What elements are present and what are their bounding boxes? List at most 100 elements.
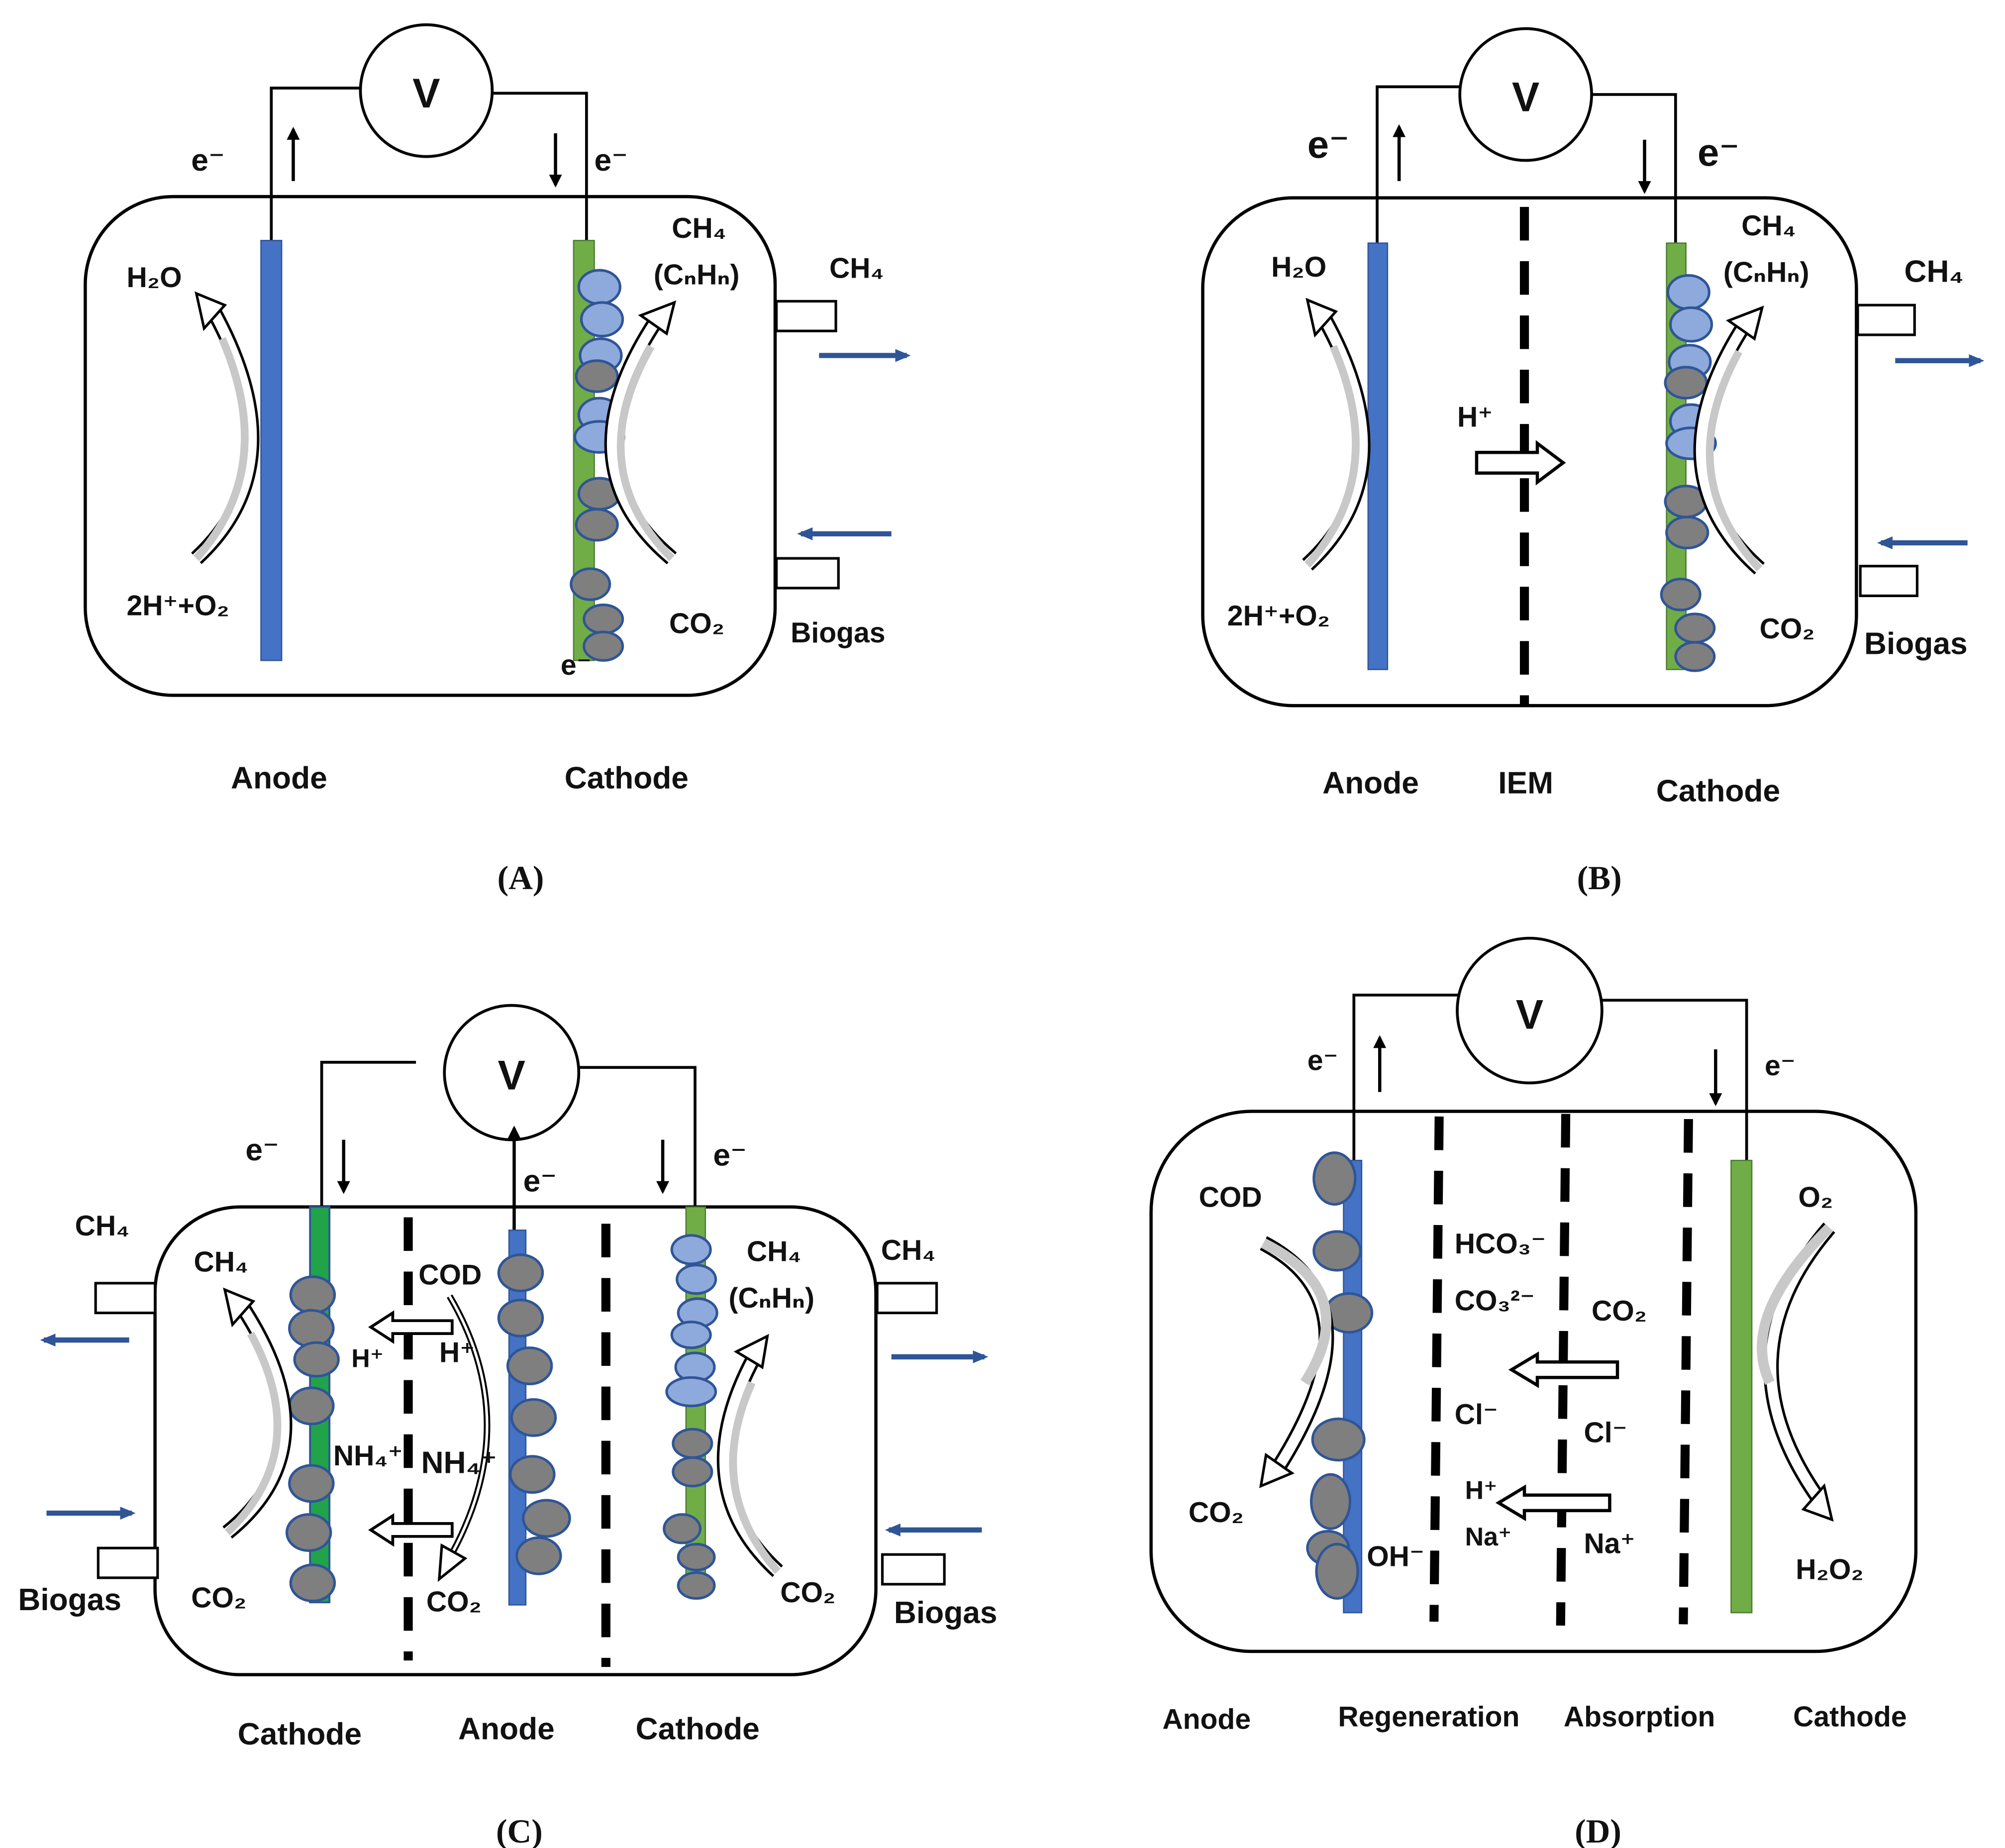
iem-label: IEM <box>1498 766 1553 801</box>
h-o2-label: 2H⁺+O₂ <box>126 590 229 621</box>
circuit-wire <box>492 92 588 242</box>
ammonium-label: NH₄⁺ <box>333 1440 403 1472</box>
panel-caption: (B) <box>1577 859 1622 897</box>
electron-label: e⁻ <box>523 1164 557 1199</box>
hydrocarbon-label: (CₙHₙ) <box>729 1282 815 1314</box>
proton-label: H⁺ <box>351 1344 384 1373</box>
co2-label: CO₂ <box>426 1586 482 1618</box>
co2-label: CO₂ <box>1189 1497 1244 1529</box>
reaction-arrow <box>604 300 677 565</box>
chloride-label: Cl⁻ <box>1455 1399 1498 1431</box>
oxygen-label: O₂ <box>1799 1182 1833 1214</box>
voltmeter-label: V <box>412 70 440 116</box>
biofilm <box>285 1253 571 1603</box>
circuit-wire <box>577 1066 697 1209</box>
outlet-port <box>775 300 837 332</box>
outlet-port <box>1856 304 1916 336</box>
co2-label: CO₂ <box>669 608 724 640</box>
voltmeter <box>443 1004 581 1141</box>
biofilm <box>1306 1151 1374 1600</box>
voltmeter-label: V <box>1512 74 1539 120</box>
cathode-label: Cathode <box>1793 1701 1906 1733</box>
biofilm <box>663 1234 718 1600</box>
panel-caption: (C) <box>496 1813 543 1848</box>
electron-label: e⁻ <box>1307 1044 1338 1076</box>
hydrocarbon-label: (CₙHₙ) <box>1723 256 1809 288</box>
reaction-arrow <box>222 1287 293 1539</box>
proton-label: H⁺ <box>1457 401 1493 433</box>
h2o-label: H₂O <box>1271 251 1326 283</box>
h2o2-label: H₂O₂ <box>1796 1554 1863 1586</box>
ch4-product-label: CH₄ <box>672 212 726 244</box>
co2-label: CO₂ <box>191 1582 246 1614</box>
proton-label: H⁺ <box>1465 1476 1498 1505</box>
electron-label: e⁻ <box>1307 122 1349 166</box>
sodium-label: Na⁺ <box>1584 1528 1635 1560</box>
reaction-arrow <box>1757 1223 1835 1522</box>
circuit-wire <box>1602 999 1748 1215</box>
electron-label: e⁻ <box>1698 130 1739 174</box>
ch4-product-label: CH₄ <box>747 1236 802 1268</box>
electron-label: e⁻ <box>191 143 225 178</box>
proton-flow-arrow <box>368 1310 454 1344</box>
anode-electrode <box>1367 242 1389 670</box>
biogas-label: Biogas <box>894 1596 998 1630</box>
electron-label: e⁻ <box>1765 1050 1796 1082</box>
electron-label: e⁻ <box>594 143 628 178</box>
ion-exchange-membrane <box>1429 1116 1444 1622</box>
h-o2-label: 2H⁺+O₂ <box>1227 600 1330 632</box>
ch4-product-label: CH₄ <box>194 1246 248 1278</box>
electron-label: e⁻ <box>713 1138 747 1173</box>
reaction-arrow <box>1302 298 1371 571</box>
voltmeter-label: V <box>1516 991 1543 1037</box>
reaction-arrow <box>437 1294 491 1582</box>
chloride-flow-arrow <box>1508 1351 1619 1388</box>
panel-c: V e⁻ e⁻ e⁻ <box>18 1004 998 1848</box>
outlet-port <box>876 1282 938 1315</box>
biogas-label: Biogas <box>1864 626 1968 661</box>
voltmeter-label: V <box>498 1052 525 1098</box>
anode-label: Anode <box>1322 766 1419 801</box>
ch4-outlet-label: CH₄ <box>881 1234 936 1266</box>
voltmeter <box>359 23 494 158</box>
proton-flow-arrow <box>1495 1484 1611 1522</box>
h2o-label: H₂O <box>126 262 182 294</box>
voltmeter <box>1458 27 1593 162</box>
reaction-arrow <box>191 291 260 564</box>
anode-electrode <box>260 240 283 661</box>
anode-label: Anode <box>1162 1704 1251 1736</box>
reaction-arrow <box>1259 1236 1334 1488</box>
regeneration-label: Regeneration <box>1338 1701 1519 1733</box>
cathode-label: Cathode <box>565 761 689 795</box>
co2-label: CO₂ <box>1760 613 1815 645</box>
panel-caption: (D) <box>1575 1813 1621 1848</box>
circuit-wire <box>1352 993 1459 1166</box>
electron-label: e⁻ <box>245 1133 279 1167</box>
anode-label: Anode <box>231 761 327 795</box>
ammonium-flow-arrow <box>368 1513 454 1547</box>
ch4-outlet-label: CH₄ <box>829 253 884 285</box>
cod-label: COD <box>1199 1182 1262 1214</box>
ch4-outlet-label: CH₄ <box>1904 254 1964 289</box>
sodium-label: Na⁺ <box>1465 1523 1512 1551</box>
circuit-wire <box>320 1060 416 1209</box>
electron-label: e⁻ <box>561 649 592 681</box>
bicarbonate-label: HCO₃⁻ <box>1455 1228 1546 1260</box>
cathode-label: Cathode <box>636 1712 760 1746</box>
circuit-wire <box>270 87 361 242</box>
carbonate-label: CO₃²⁻ <box>1455 1285 1535 1317</box>
panel-caption: (A) <box>498 859 544 897</box>
biogas-label: Biogas <box>18 1583 121 1617</box>
reaction-arrow <box>1693 306 1765 575</box>
outlet-port <box>94 1282 157 1315</box>
inlet-port <box>1859 565 1919 598</box>
ch4-product-label: CH₄ <box>1741 210 1796 242</box>
absorption-label: Absorption <box>1564 1701 1715 1733</box>
hydroxide-label: OH⁻ <box>1367 1541 1424 1573</box>
chloride-label: Cl⁻ <box>1584 1417 1627 1448</box>
inlet-port <box>97 1546 159 1579</box>
cathode-label: Cathode <box>238 1717 362 1751</box>
inlet-port <box>881 1553 946 1586</box>
co2-label: CO₂ <box>780 1577 835 1609</box>
